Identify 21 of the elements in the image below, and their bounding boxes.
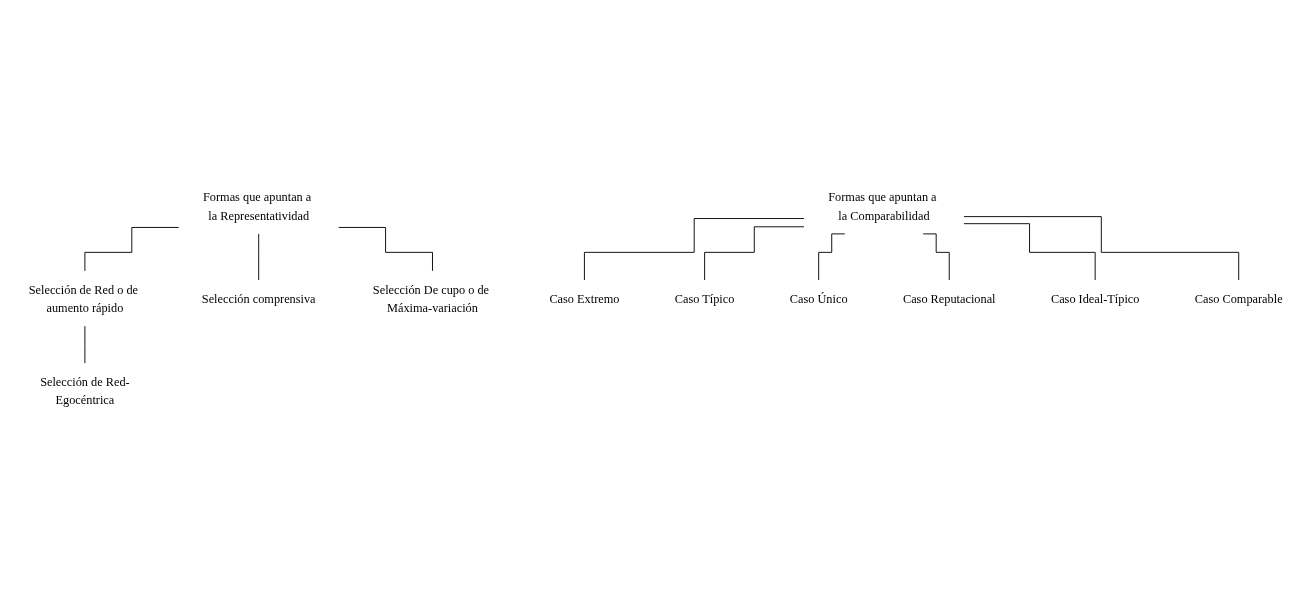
- connector: [583, 218, 805, 281]
- node-text: Caso Reputacional: [902, 291, 996, 306]
- node-text: Selección De cupo o de Máxima-variación: [372, 282, 490, 315]
- connector: [84, 227, 180, 272]
- node-text: Selección de Red o de aumento rápido: [28, 282, 139, 315]
- connector: [963, 223, 1096, 281]
- connector: [258, 233, 260, 281]
- node-text: Formas que apuntan a la Representatividad: [202, 190, 312, 223]
- node-text: Caso Ideal-Típico: [1050, 291, 1140, 306]
- node-text: Caso Típico: [674, 291, 735, 306]
- node-text: Formas que apuntan a la Comparabilidad: [828, 190, 937, 223]
- connector: [818, 233, 846, 281]
- node-text: Selección comprensiva: [201, 291, 316, 306]
- connector: [704, 226, 805, 281]
- node-text: Caso Extremo: [549, 291, 620, 306]
- node-text: Selección de Red-Egocéntrica: [40, 374, 130, 407]
- node-text: Caso Comparable: [1194, 291, 1283, 306]
- connector: [922, 233, 950, 281]
- node-text: Caso Único: [789, 291, 848, 306]
- connector: [338, 227, 433, 272]
- connector: [963, 216, 1240, 281]
